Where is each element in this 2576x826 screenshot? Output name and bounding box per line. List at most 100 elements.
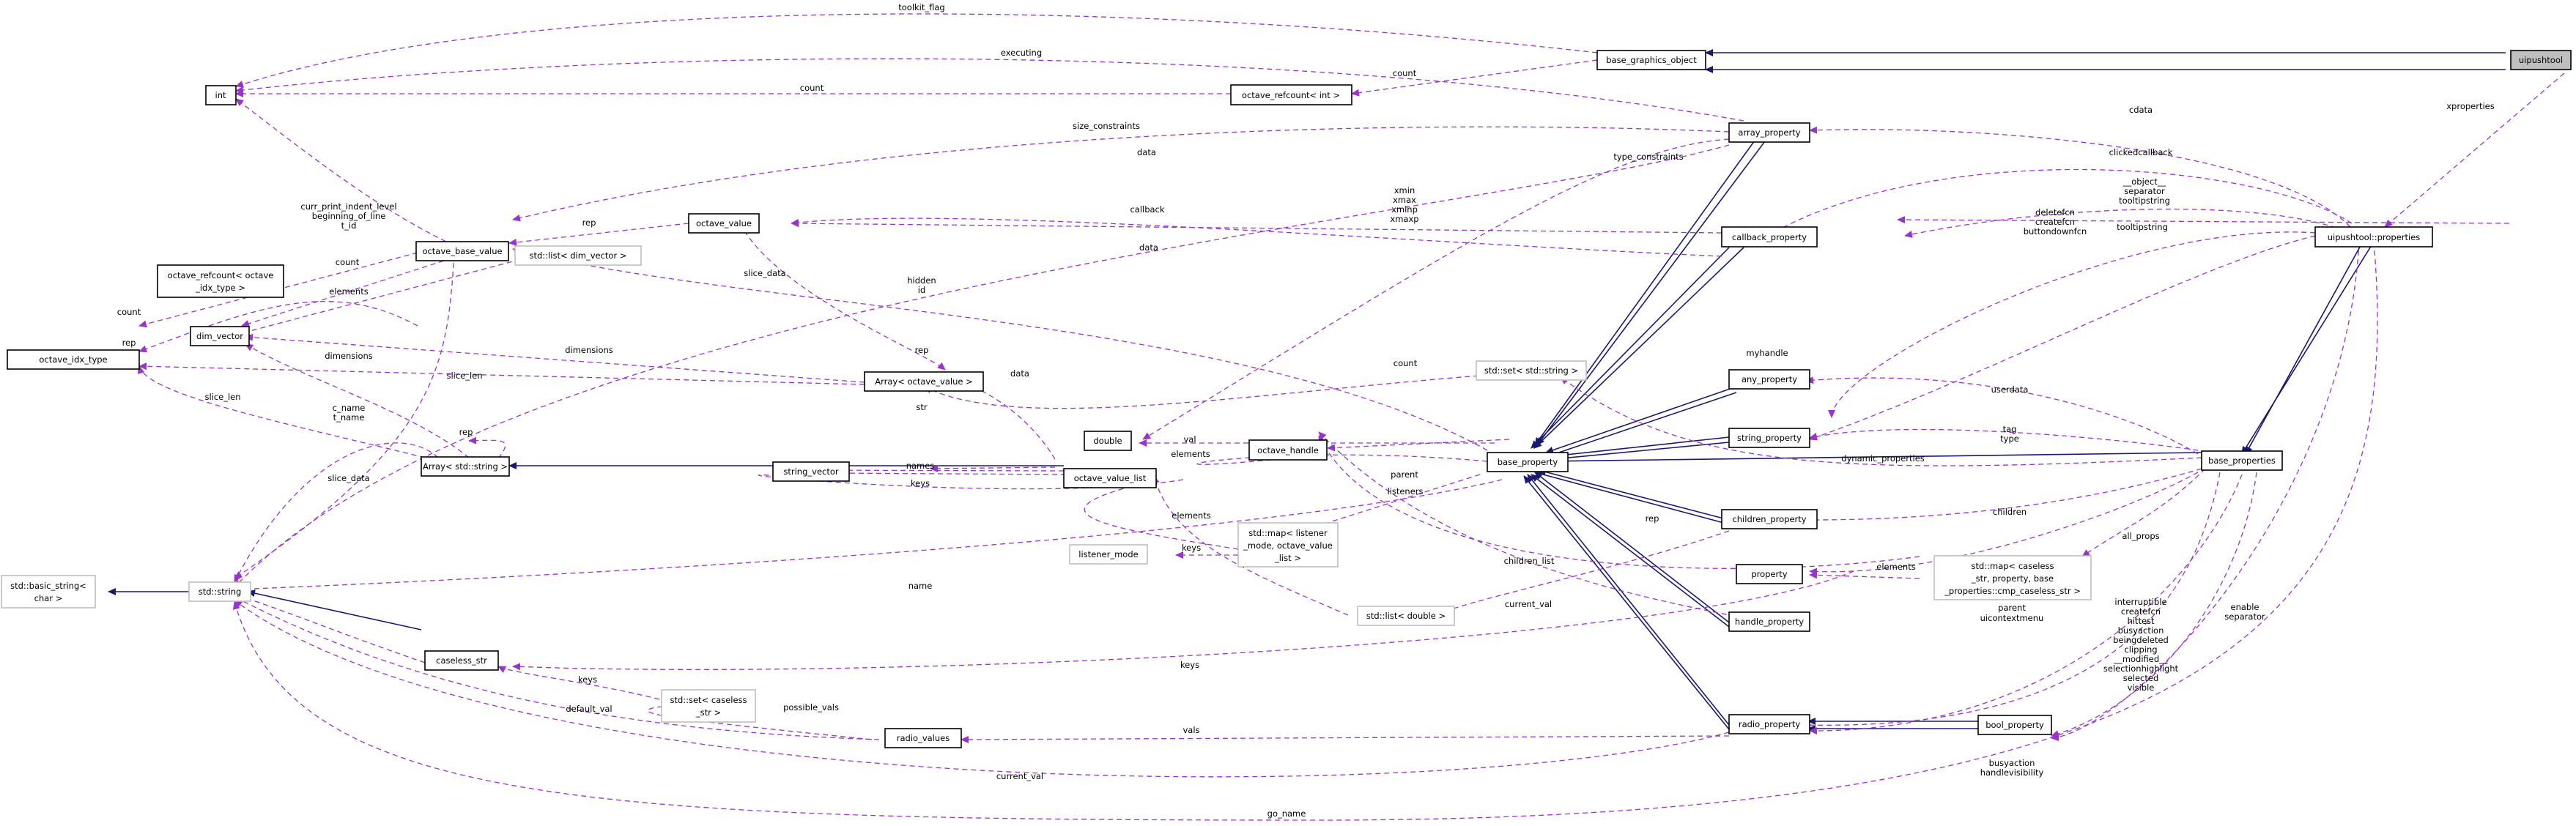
edge-label: hittest xyxy=(2127,616,2155,626)
node-dim-vector[interactable]: dim_vector xyxy=(190,326,250,346)
edge-label: xmin xyxy=(1394,185,1415,196)
node-std-basic-string[interactable]: std::basic_string< char > xyxy=(1,575,96,609)
edge-label: selectionhighlight xyxy=(2103,663,2179,674)
edge-label: current_val xyxy=(1505,599,1552,609)
node-property[interactable]: property xyxy=(1736,564,1803,584)
edge-label: deletefcn xyxy=(2035,207,2075,217)
node-std-set-caseless[interactable]: std::set< caseless _str > xyxy=(661,689,756,723)
svg-text:Array< octave_value >: Array< octave_value > xyxy=(875,376,973,387)
edge-label: data xyxy=(1010,368,1029,379)
node-octave-base-value[interactable]: octave_base_value xyxy=(415,241,509,261)
node-std-string[interactable]: std::string xyxy=(188,581,251,602)
node-octave-value-list[interactable]: octave_value_list xyxy=(1063,468,1157,488)
edge-label: current_val xyxy=(996,771,1043,781)
edge-label: hidden xyxy=(907,275,936,286)
node-std-map-listener[interactable]: std::map< listener _mode, octave_value _… xyxy=(1237,522,1339,568)
svg-text:octave_handle: octave_handle xyxy=(1257,445,1319,455)
node-base-properties[interactable]: base_properties xyxy=(2201,450,2283,471)
svg-text:callback_property: callback_property xyxy=(1732,232,1807,242)
node-caseless-str[interactable]: caseless_str xyxy=(424,650,499,671)
node-array-string[interactable]: Array< std::string > xyxy=(421,456,510,477)
edge-label: elements xyxy=(329,286,368,297)
node-std-map-caseless[interactable]: std::map< caseless _str, property, base … xyxy=(1933,555,2092,600)
edge-label: str xyxy=(916,402,928,412)
node-string-property[interactable]: string_property xyxy=(1728,428,1810,448)
node-base-property[interactable]: base_property xyxy=(1487,452,1569,472)
node-int[interactable]: int xyxy=(205,85,237,105)
edge-label: dynamic_properties xyxy=(1841,453,1925,464)
edge-label: beingdeleted xyxy=(2113,635,2169,645)
edge-label: toolkit_flag xyxy=(898,2,944,12)
node-bool-property[interactable]: bool_property xyxy=(1977,715,2052,735)
node-callback-property[interactable]: callback_property xyxy=(1721,226,1818,248)
svg-text:property: property xyxy=(1751,569,1787,579)
svg-text:Array< std::string >: Array< std::string > xyxy=(423,461,508,472)
node-handle-property[interactable]: handle_property xyxy=(1728,611,1810,632)
node-std-list-double[interactable]: std::list< double > xyxy=(1357,606,1455,626)
svg-text:std::basic_string<: std::basic_string< xyxy=(10,581,86,591)
edge-label: t_name xyxy=(333,412,365,423)
node-octave-value[interactable]: octave_value xyxy=(688,213,760,234)
node-any-property[interactable]: any_property xyxy=(1728,369,1810,390)
edge-label: keys xyxy=(1182,543,1201,553)
edge-label: type xyxy=(2000,434,2019,444)
node-uipushtool-properties[interactable]: uipushtool::properties xyxy=(2314,226,2433,248)
svg-text:children_property: children_property xyxy=(1732,514,1806,524)
node-octave-handle[interactable]: octave_handle xyxy=(1248,439,1328,461)
node-octave-refcount-int[interactable]: octave_refcount< int > xyxy=(1230,84,1352,105)
edge-label: createfcn xyxy=(2121,606,2161,617)
edge-label: size_constraints xyxy=(1073,121,1140,131)
edge-label: xmax xyxy=(1393,195,1416,205)
node-array-property[interactable]: array_property xyxy=(1728,122,1810,143)
svg-text:octave_value_list: octave_value_list xyxy=(1074,473,1147,483)
svg-text:int: int xyxy=(215,90,226,100)
edge-label: dimensions xyxy=(565,345,613,355)
edge-label: userdata xyxy=(1991,384,2029,395)
edge-label: id xyxy=(918,285,926,295)
edge-label: clickedcallback xyxy=(2109,147,2173,157)
edge-label: xminp xyxy=(1391,204,1418,215)
node-radio-property[interactable]: radio_property xyxy=(1728,714,1810,734)
svg-text:std::set< caseless: std::set< caseless xyxy=(670,695,747,705)
node-std-set-string[interactable]: std::set< std::string > xyxy=(1476,360,1587,381)
node-octave-refcount-idx-type[interactable]: octave_refcount< octave _idx_type > xyxy=(157,264,284,298)
svg-text:_properties::cmp_caseless_str: _properties::cmp_caseless_str > xyxy=(1944,586,2081,596)
edge-label: beginning_of_line xyxy=(312,211,386,221)
svg-text:_str >: _str > xyxy=(695,707,721,718)
node-std-list-dim-vector[interactable]: std::list< dim_vector > xyxy=(514,245,642,266)
node-children-property[interactable]: children_property xyxy=(1721,509,1818,529)
node-base-graphics-object[interactable]: base_graphics_object xyxy=(1596,50,1706,70)
svg-text:any_property: any_property xyxy=(1742,374,1797,384)
edge-label: tooltipstring xyxy=(2117,222,2168,232)
edge-label: separator xyxy=(2224,611,2265,622)
edge-label: tag xyxy=(2003,424,2017,434)
node-string-vector[interactable]: string_vector xyxy=(772,461,850,482)
edge-label: slice_len xyxy=(446,371,482,381)
edge-labels: toolkit_flag executing count count size_… xyxy=(117,2,2495,819)
edge-label: data xyxy=(1139,242,1158,253)
svg-text:octave_refcount< octave: octave_refcount< octave xyxy=(168,270,274,280)
svg-text:dim_vector: dim_vector xyxy=(196,331,243,341)
svg-text:_list >: _list > xyxy=(1274,553,1301,563)
edge-label: __modified__ xyxy=(2113,654,2168,664)
node-radio-values[interactable]: radio_values xyxy=(884,728,962,748)
edge-label: elements xyxy=(1172,510,1210,521)
node-listener-mode[interactable]: listener_mode xyxy=(1069,544,1148,565)
edge-label: count xyxy=(800,83,824,93)
edge-label: selected xyxy=(2123,673,2159,683)
node-uipushtool[interactable]: uipushtool xyxy=(2510,50,2572,70)
node-double[interactable]: double xyxy=(1084,431,1132,451)
svg-text:double: double xyxy=(1093,436,1122,446)
edge-label: createfcn xyxy=(2035,217,2075,227)
edge-label: xmaxp xyxy=(1390,214,1418,224)
edge-label: count xyxy=(1393,68,1417,78)
edge-label: default_val xyxy=(566,704,612,714)
node-array-octave-value[interactable]: Array< octave_value > xyxy=(864,371,984,392)
usage-edges xyxy=(137,13,2565,821)
node-octave-idx-type[interactable]: octave_idx_type xyxy=(7,349,140,370)
svg-text:base_properties: base_properties xyxy=(2208,455,2276,466)
edge-label: xproperties xyxy=(2446,101,2495,111)
edge-label: myhandle xyxy=(1746,348,1788,358)
edge-label: go_name xyxy=(1267,808,1306,819)
edge-label: val xyxy=(1183,434,1196,444)
